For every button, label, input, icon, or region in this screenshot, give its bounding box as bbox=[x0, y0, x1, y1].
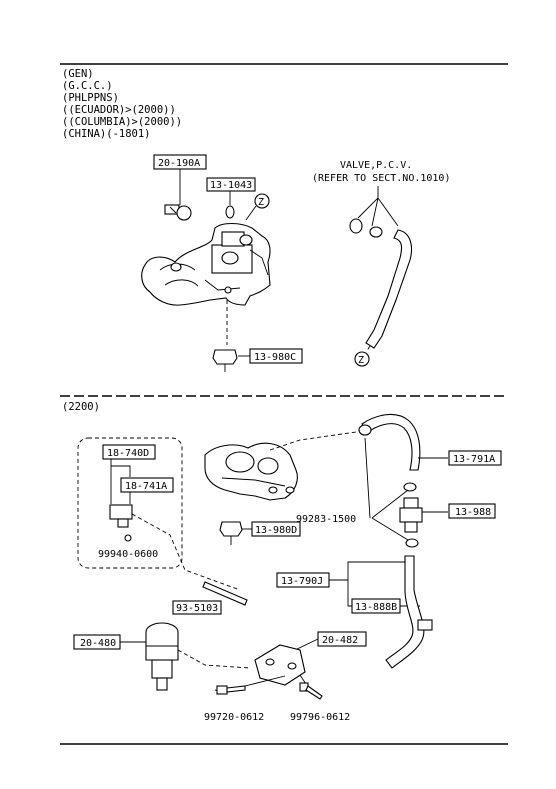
part-box-18-741A[interactable] bbox=[120, 477, 174, 493]
ref-z-upper: Z bbox=[258, 197, 264, 208]
part-label-93-5103: 93-5103 bbox=[176, 603, 218, 614]
valve-part-a-icon bbox=[349, 218, 363, 234]
part-box-13-791A[interactable] bbox=[448, 450, 502, 466]
valve-leaders bbox=[357, 186, 399, 227]
clamp-lower-icon bbox=[405, 538, 419, 548]
part-label-99940-0600: 99940-0600 bbox=[98, 549, 158, 560]
leader-99283-1500 bbox=[364, 437, 409, 541]
part-box-93-5103[interactable] bbox=[172, 600, 222, 615]
applicability-phlppns: (PHLPPNS) bbox=[62, 92, 119, 104]
part-label-18-740D: 18-740D bbox=[107, 448, 149, 459]
part-label-20-482: 20-482 bbox=[322, 635, 358, 646]
sensor-part-icon bbox=[109, 504, 133, 542]
dashed-link-sensor bbox=[131, 513, 241, 591]
pin-part-icon bbox=[202, 581, 248, 606]
intake-manifold-drawing bbox=[141, 222, 271, 306]
applicability-china: (CHINA)(-1801) bbox=[62, 128, 151, 140]
gasket-bracket-part-icon bbox=[254, 644, 306, 686]
fitting-part-icon bbox=[212, 349, 238, 372]
leader-18-740D bbox=[110, 459, 131, 504]
part-label-18-741A: 18-741A bbox=[125, 481, 167, 492]
pcv-hose-icon bbox=[365, 229, 413, 349]
part-label-13-980C: 13-980C bbox=[254, 352, 296, 363]
throttle-body-drawing bbox=[204, 442, 298, 501]
hose-13-791A-icon bbox=[361, 413, 421, 471]
valve-note-ref: (REFER TO SECT.NO.1010) bbox=[312, 173, 450, 184]
part-label-13-1043: 13-1043 bbox=[210, 180, 252, 191]
bolt-99720-icon bbox=[216, 685, 246, 695]
ref-z-lower: Z bbox=[358, 355, 364, 366]
part-label-99796-0612: 99796-0612 bbox=[290, 712, 350, 723]
applicability-columbia: ((COLUMBIA)>(2000)) bbox=[62, 116, 182, 128]
bolt-99796-icon bbox=[299, 682, 323, 700]
valve-note-title: VALVE,P.C.V. bbox=[340, 160, 412, 171]
part-label-20-480: 20-480 bbox=[80, 638, 116, 649]
part-box-13-1043[interactable] bbox=[206, 177, 256, 192]
part-box-13-980D[interactable] bbox=[251, 521, 301, 537]
ref-circle-z-lower bbox=[354, 351, 370, 367]
engine-label-2200: (2200) bbox=[62, 401, 100, 413]
applicability-gcc: (G.C.C.) bbox=[62, 80, 113, 92]
part-box-13-980C[interactable] bbox=[249, 348, 303, 364]
bolt-part-icon bbox=[164, 204, 192, 221]
part-box-18-740D[interactable] bbox=[102, 444, 156, 460]
applicability-gen: (GEN) bbox=[62, 68, 94, 80]
plug-part-icon bbox=[225, 205, 235, 219]
dashed-link-hose bbox=[365, 345, 371, 353]
part-label-99283-1500: 99283-1500 bbox=[296, 514, 356, 525]
part-label-13-988: 13-988 bbox=[455, 507, 491, 518]
applicability-list: (GEN) (G.C.C.) (PHLPPNS) ((ECUADOR)>(200… bbox=[62, 68, 182, 140]
applicability-ecuador: ((ECUADOR)>(2000)) bbox=[62, 104, 176, 116]
egr-valve-part-icon bbox=[145, 622, 179, 691]
leader-13-790J bbox=[329, 561, 405, 607]
hose-clamp-upper-icon bbox=[358, 424, 372, 436]
hose-clamp-lower-icon bbox=[417, 619, 433, 631]
dashed-link-egr bbox=[177, 649, 251, 669]
part-label-99720-0612: 99720-0612 bbox=[204, 712, 264, 723]
part-label-13-888B: 13-888B bbox=[355, 602, 397, 613]
leader-z-upper bbox=[245, 205, 257, 221]
clamp-upper-icon bbox=[403, 482, 417, 492]
fitting-13-980D-icon bbox=[219, 521, 243, 545]
part-label-20-190A: 20-190A bbox=[158, 158, 200, 169]
group-18-740D bbox=[77, 437, 183, 569]
part-label-13-791A: 13-791A bbox=[453, 454, 495, 465]
dashed-link-throttle bbox=[269, 431, 357, 451]
ref-circle-z-upper bbox=[254, 193, 270, 209]
part-box-13-988[interactable] bbox=[448, 503, 496, 519]
part-label-13-790J: 13-790J bbox=[281, 576, 323, 587]
leader-20-482 bbox=[294, 638, 319, 651]
valve-part-b-icon bbox=[369, 226, 383, 238]
filter-part-icon bbox=[399, 497, 423, 533]
part-label-13-980D: 13-980D bbox=[255, 525, 297, 536]
